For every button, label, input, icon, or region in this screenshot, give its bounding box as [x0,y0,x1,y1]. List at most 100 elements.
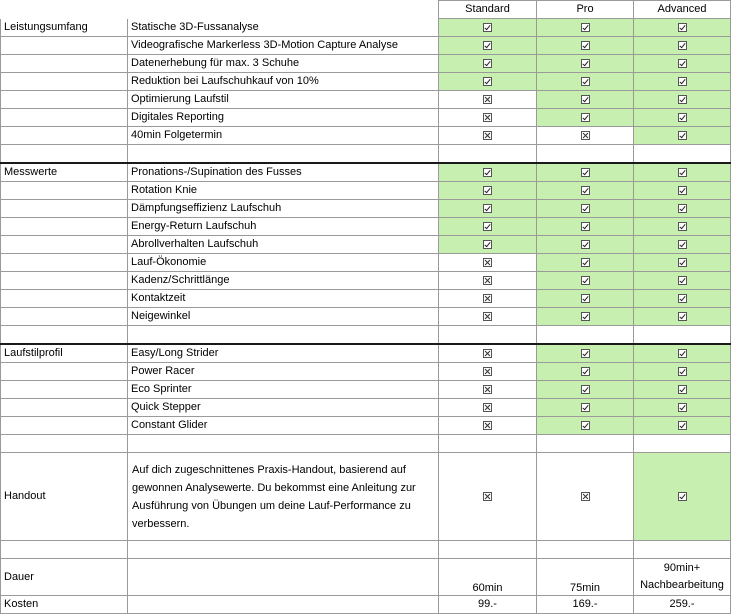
checkbox-checked-icon [483,239,492,249]
checkbox-checked-icon [677,76,687,86]
empty-cell [633,325,731,345]
mark-cell-pro [536,343,634,363]
category-label: Leistungsumfang [0,18,128,37]
checkbox-checked-icon [677,185,687,195]
feature-label: Datenerhebung für max. 3 Schuhe [127,54,439,73]
mark-cell-pro [536,398,634,417]
empty-cell [127,595,439,614]
checkbox-checked-icon [677,167,687,177]
checkbox-checked-icon [483,58,492,68]
spacer-row [0,434,731,453]
empty-cell [0,540,128,559]
empty-cell [0,126,128,145]
spacer-row [0,325,731,345]
mark-cell-advanced [633,90,731,109]
checkbox-checked-icon [580,112,590,122]
mark-cell-pro [536,416,634,435]
mark-cell-pro [536,362,634,381]
feature-label: Quick Stepper [127,398,439,417]
empty-cell [127,558,439,596]
mark-cell-pro [536,18,634,37]
checkbox-checked-icon [677,491,687,501]
mark-cell-advanced [633,452,731,541]
checkbox-checked-icon [677,402,687,412]
mark-cell-advanced [633,343,731,363]
header-row: Standard Pro Advanced [1,0,731,19]
feature-label: Eco Sprinter [127,380,439,399]
feature-label: Dämpfungseffizienz Laufschuh [127,199,439,218]
empty-cell [127,144,439,164]
feature-label: Neigewinkel [127,307,439,326]
checkbox-checked-icon [677,58,687,68]
mark-cell-advanced [633,126,731,145]
feature-label: Rotation Knie [127,181,439,200]
checkbox-checked-icon [677,384,687,394]
mark-cell-advanced [633,217,731,236]
mark-cell-standard [438,289,537,308]
empty-cell [633,540,731,559]
empty-cell [0,90,128,109]
feature-label: Reduktion bei Laufschuhkauf von 10% [127,72,439,91]
mark-cell-standard [438,398,537,417]
checkbox-checked-icon [677,257,687,267]
table-row: Eco Sprinter [0,380,731,399]
mark-cell-standard [438,271,537,290]
mark-cell-standard [438,416,537,435]
duration-value-standard: 60min [438,558,537,596]
empty-cell [127,540,439,559]
empty-cell [0,36,128,55]
mark-cell-standard [438,72,537,91]
mark-cell-pro [536,452,634,541]
checkbox-checked-icon [483,76,492,86]
empty-cell [0,72,128,91]
empty-cell [0,271,128,290]
empty-cell [127,325,439,345]
mark-cell-pro [536,289,634,308]
mark-cell-standard [438,362,537,381]
checkbox-checked-icon [677,293,687,303]
mark-cell-pro [536,108,634,127]
mark-cell-advanced [633,289,731,308]
mark-cell-advanced [633,398,731,417]
feature-label: Digitales Reporting [127,108,439,127]
spacer-row [0,540,731,559]
mark-cell-pro [536,36,634,55]
feature-label: Statische 3D-Fussanalyse [127,18,439,37]
table-row: Kontaktzeit [0,289,731,308]
table-row: Kadenz/Schrittlänge [0,271,731,290]
mark-cell-standard [438,18,537,37]
empty-cell [0,398,128,417]
checkbox-checked-icon [580,311,590,321]
empty-cell [438,540,537,559]
table-row: Neigewinkel [0,307,731,326]
empty-cell [0,108,128,127]
checkbox-checked-icon [580,257,590,267]
mark-cell-standard [438,452,537,541]
checkbox-checked-icon [580,58,590,68]
mark-cell-standard [438,36,537,55]
checkbox-checked-icon [580,366,590,376]
feature-label: Videografische Markerless 3D-Motion Capt… [127,36,439,55]
checkbox-checked-icon [580,348,590,358]
checkbox-checked-icon [483,22,492,32]
checkbox-checked-icon [580,22,590,32]
duration-value-advanced: 90min+ Nachbearbeitung [633,558,731,596]
mark-cell-standard [438,307,537,326]
empty-cell [0,199,128,218]
mark-cell-advanced [633,18,731,37]
empty-cell [0,144,128,164]
feature-label: Kontaktzeit [127,289,439,308]
checkbox-checked-icon [483,185,492,195]
checkbox-checked-icon [677,203,687,213]
checkbox-checked-icon [580,384,590,394]
handout-description: Auf dich zugeschnittenes Praxis-Handout,… [127,452,439,541]
table-row: Constant Glider [0,416,731,435]
empty-cell [0,235,128,254]
empty-cell [127,434,439,453]
checkbox-checked-icon [580,94,590,104]
checkbox-checked-icon [677,130,687,140]
checkbox-checked-icon [677,112,687,122]
mark-cell-pro [536,54,634,73]
